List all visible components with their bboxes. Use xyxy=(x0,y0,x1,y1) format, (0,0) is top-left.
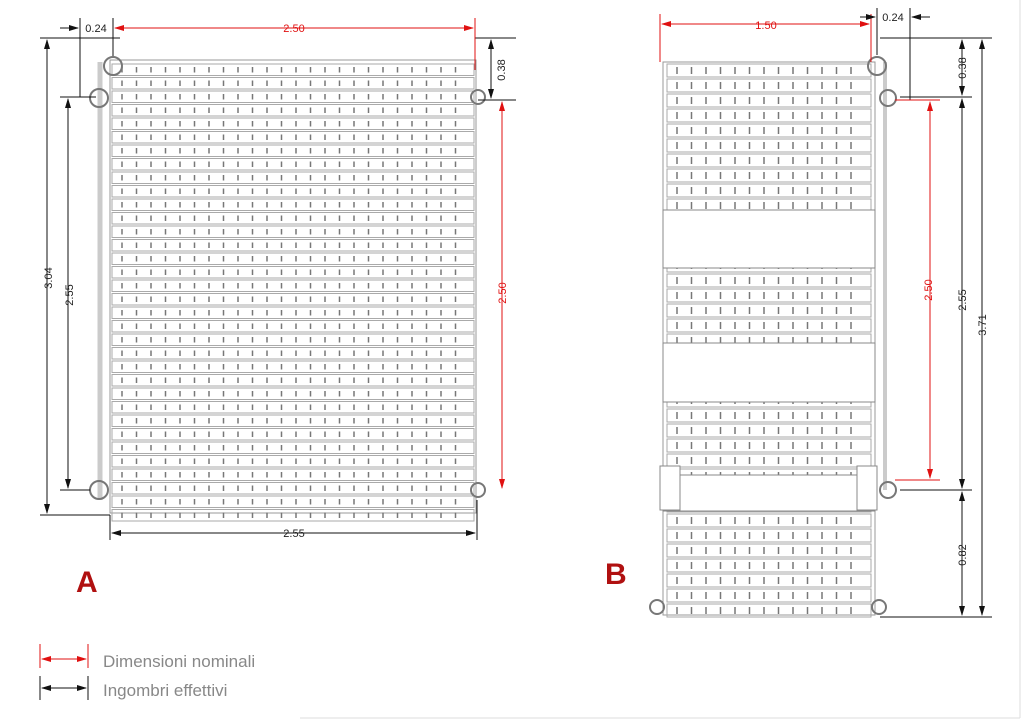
slat xyxy=(111,117,475,130)
slat xyxy=(111,441,475,454)
winch-icon xyxy=(89,88,109,108)
slat xyxy=(666,303,872,318)
awning-panel-a xyxy=(89,56,486,522)
slat xyxy=(666,288,872,303)
dim-b-right-top: 0.38 xyxy=(957,57,969,78)
slat xyxy=(111,293,475,306)
slat xyxy=(111,509,475,522)
slat xyxy=(111,144,475,157)
slat xyxy=(666,63,872,78)
slat xyxy=(666,408,872,423)
blank-panel xyxy=(662,209,876,269)
slat xyxy=(111,63,475,76)
slat xyxy=(111,77,475,90)
slats-a xyxy=(111,63,475,522)
legend: Dimensioni nominali Ingombri effettivi xyxy=(39,644,255,700)
slat xyxy=(111,198,475,211)
slat xyxy=(666,168,872,183)
dim-b-right-height-nominal: 2.50 xyxy=(923,279,935,300)
slat xyxy=(111,90,475,103)
dim-a-top-width-nominal: 2.50 xyxy=(283,23,304,35)
slat xyxy=(666,108,872,123)
slat xyxy=(666,78,872,93)
slat xyxy=(666,318,872,333)
winch-icon xyxy=(879,481,897,499)
slat xyxy=(111,279,475,292)
blank-panel xyxy=(662,474,876,512)
slat xyxy=(111,320,475,333)
slat xyxy=(111,333,475,346)
dim-b-right-inner: 2.55 xyxy=(957,289,969,310)
slat xyxy=(111,239,475,252)
slat xyxy=(111,468,475,481)
slat xyxy=(666,558,872,573)
slat xyxy=(111,360,475,373)
dim-a-left-total: 3.04 xyxy=(43,267,55,288)
slat xyxy=(111,266,475,279)
dim-b-top-width-nominal: 1.50 xyxy=(755,20,776,32)
dim-a-right-height-nominal: 2.50 xyxy=(497,282,509,303)
slat xyxy=(666,123,872,138)
slat xyxy=(111,374,475,387)
slat xyxy=(111,104,475,117)
slat xyxy=(666,453,872,468)
dim-b-right-bottom: 0.82 xyxy=(957,544,969,565)
awning-panel-b xyxy=(649,56,897,618)
slat xyxy=(111,212,475,225)
slat xyxy=(111,225,475,238)
dimensions-b: 1.50 0.24 0.38 2.50 2.55 3.71 0.82 xyxy=(659,8,992,618)
drawing-a-label: A xyxy=(76,566,98,599)
slat xyxy=(666,93,872,108)
dim-a-bottom-width: 2.55 xyxy=(283,528,304,540)
drawing-b-label: B xyxy=(605,558,627,591)
slat xyxy=(111,171,475,184)
pulley-icon xyxy=(470,482,486,498)
slat xyxy=(111,482,475,495)
dim-b-top-offset: 0.24 xyxy=(882,12,903,24)
blank-panel xyxy=(662,342,876,403)
slat xyxy=(666,438,872,453)
slat xyxy=(111,455,475,468)
pulley-icon xyxy=(871,599,887,615)
slat xyxy=(111,414,475,427)
pulley-icon xyxy=(649,599,665,615)
slat xyxy=(666,603,872,618)
pulley-icon xyxy=(470,89,486,105)
slat xyxy=(666,588,872,603)
dim-a-right-top: 0.38 xyxy=(496,59,508,80)
slat xyxy=(111,306,475,319)
slat xyxy=(111,158,475,171)
dimensions-a: 0.24 2.50 0.38 2.50 3.04 2.55 2.55 xyxy=(40,18,516,540)
slat xyxy=(111,495,475,508)
slat xyxy=(111,428,475,441)
legend-nominal-label: Dimensioni nominali xyxy=(103,652,255,671)
slat xyxy=(666,183,872,198)
slat xyxy=(666,513,872,528)
dim-a-left-inner: 2.55 xyxy=(64,284,76,305)
slat xyxy=(111,252,475,265)
legend-effective-label: Ingombri effettivi xyxy=(103,681,227,700)
slat xyxy=(666,423,872,438)
slat xyxy=(111,347,475,360)
dim-a-top-offset: 0.24 xyxy=(85,23,106,35)
slat xyxy=(666,573,872,588)
slat xyxy=(666,528,872,543)
slat xyxy=(111,387,475,400)
slat xyxy=(666,153,872,168)
dim-b-right-total: 3.71 xyxy=(977,314,989,335)
winch-icon xyxy=(867,56,887,76)
slat xyxy=(666,273,872,288)
slat xyxy=(666,543,872,558)
slats-b xyxy=(666,63,872,618)
slat xyxy=(111,185,475,198)
slat xyxy=(111,131,475,144)
winch-icon xyxy=(103,56,123,76)
slat xyxy=(666,138,872,153)
winch-icon xyxy=(879,89,897,107)
slat xyxy=(111,401,475,414)
